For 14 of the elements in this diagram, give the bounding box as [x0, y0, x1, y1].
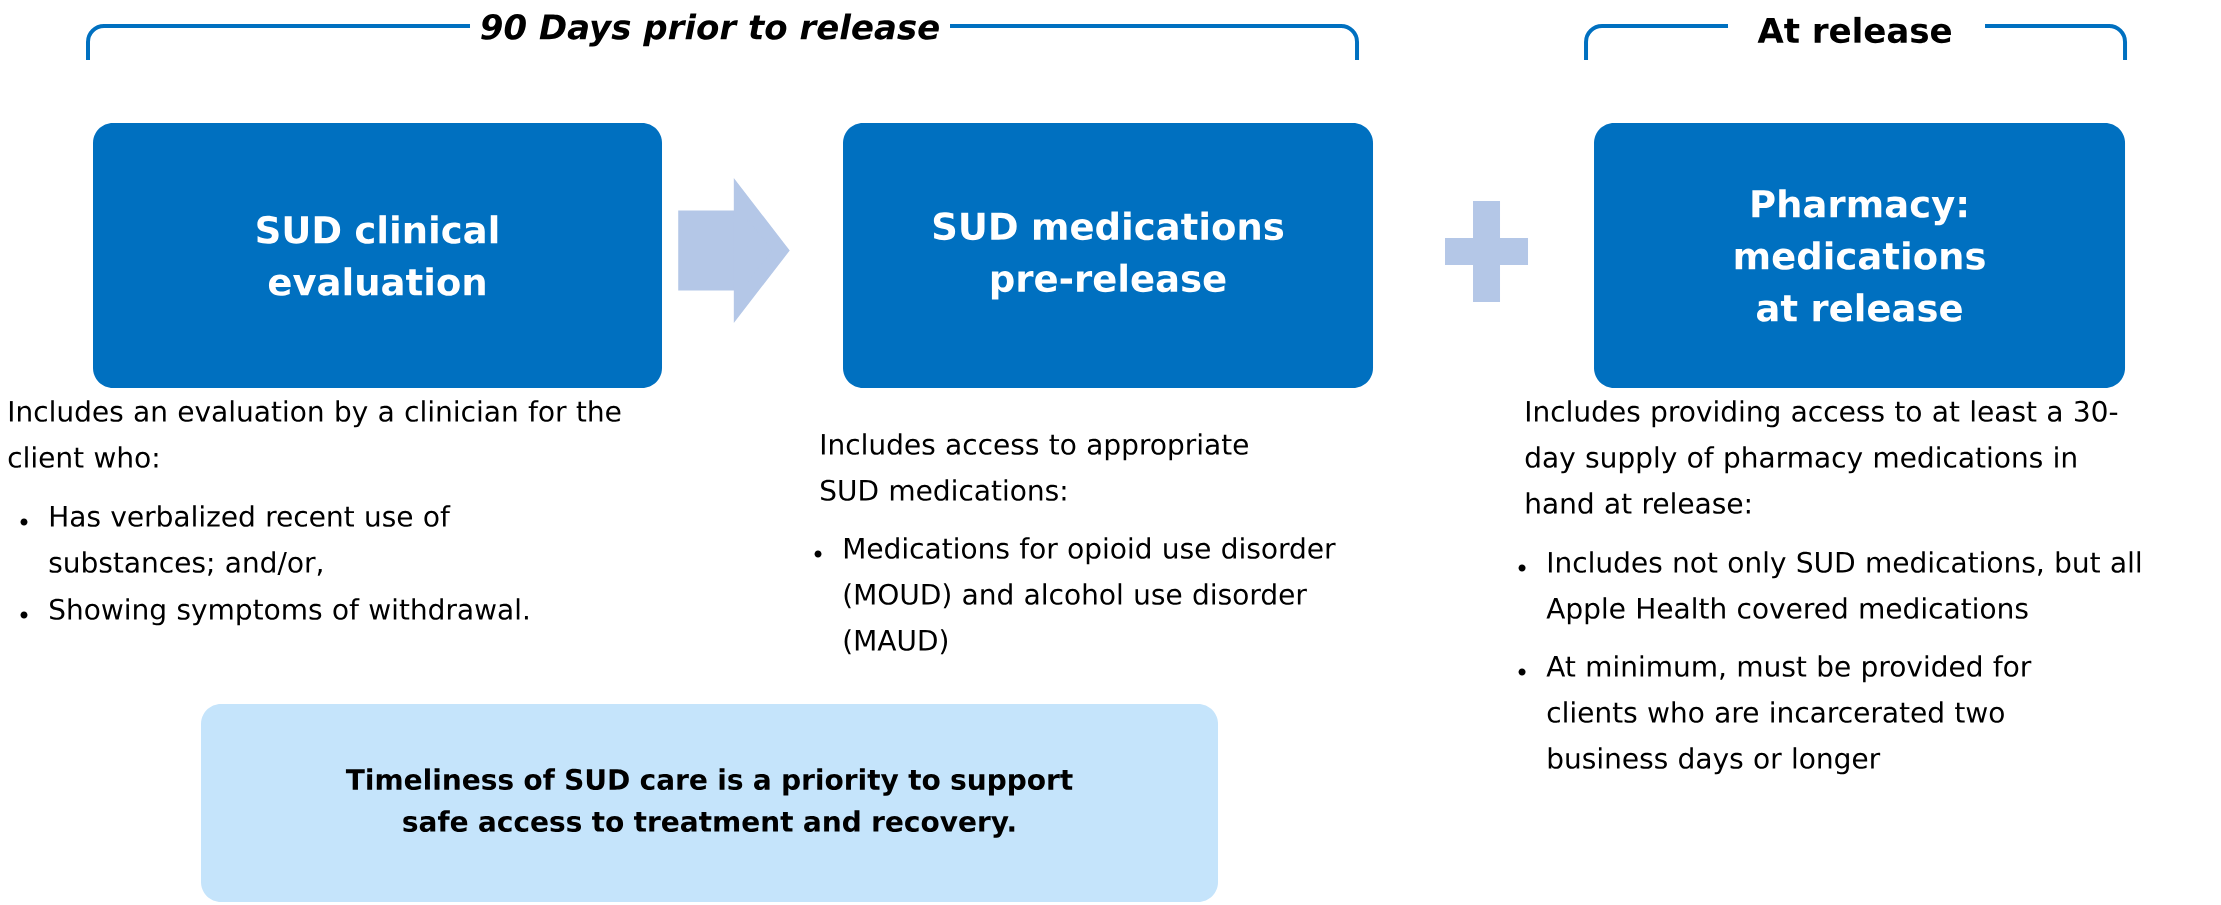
description-text: Includes providing access to at least a 30-day supply of pharmacy medications in hand at release: [1525, 400, 2118, 514]
description-text: Includes an evaluation by a clinician for the client who: [8, 400, 621, 468]
description-text: Includes not only SUD medications, but all Apple Health covered medications [1546, 551, 2141, 625]
description-text: At minimum, must be provided for clients who are incarcerated two business days or longer [1546, 655, 2032, 775]
description-text: Includes access to appropriate SUD medications: [821, 433, 1248, 501]
description-text: Has verbalized recent use of substances; and/or, [49, 505, 451, 576]
description-text: Medications for opioid use disorder (MOUD) and alcohol use disorder (MAUD) [844, 537, 1336, 655]
process-box: Pharmacy: medications at release [1594, 123, 2126, 388]
description-text: Showing symptoms of withdrawal. [50, 598, 528, 626]
section-heading: At release [1757, 16, 1951, 44]
note-box: Timeliness of SUD care is a priority to support safe access to treatment and recovery. [201, 704, 1218, 902]
process-box: SUD medications pre-release [843, 123, 1373, 388]
section-heading: 90 Days prior to release [481, 13, 939, 47]
process-box: SUD clinical evaluation [93, 123, 662, 388]
